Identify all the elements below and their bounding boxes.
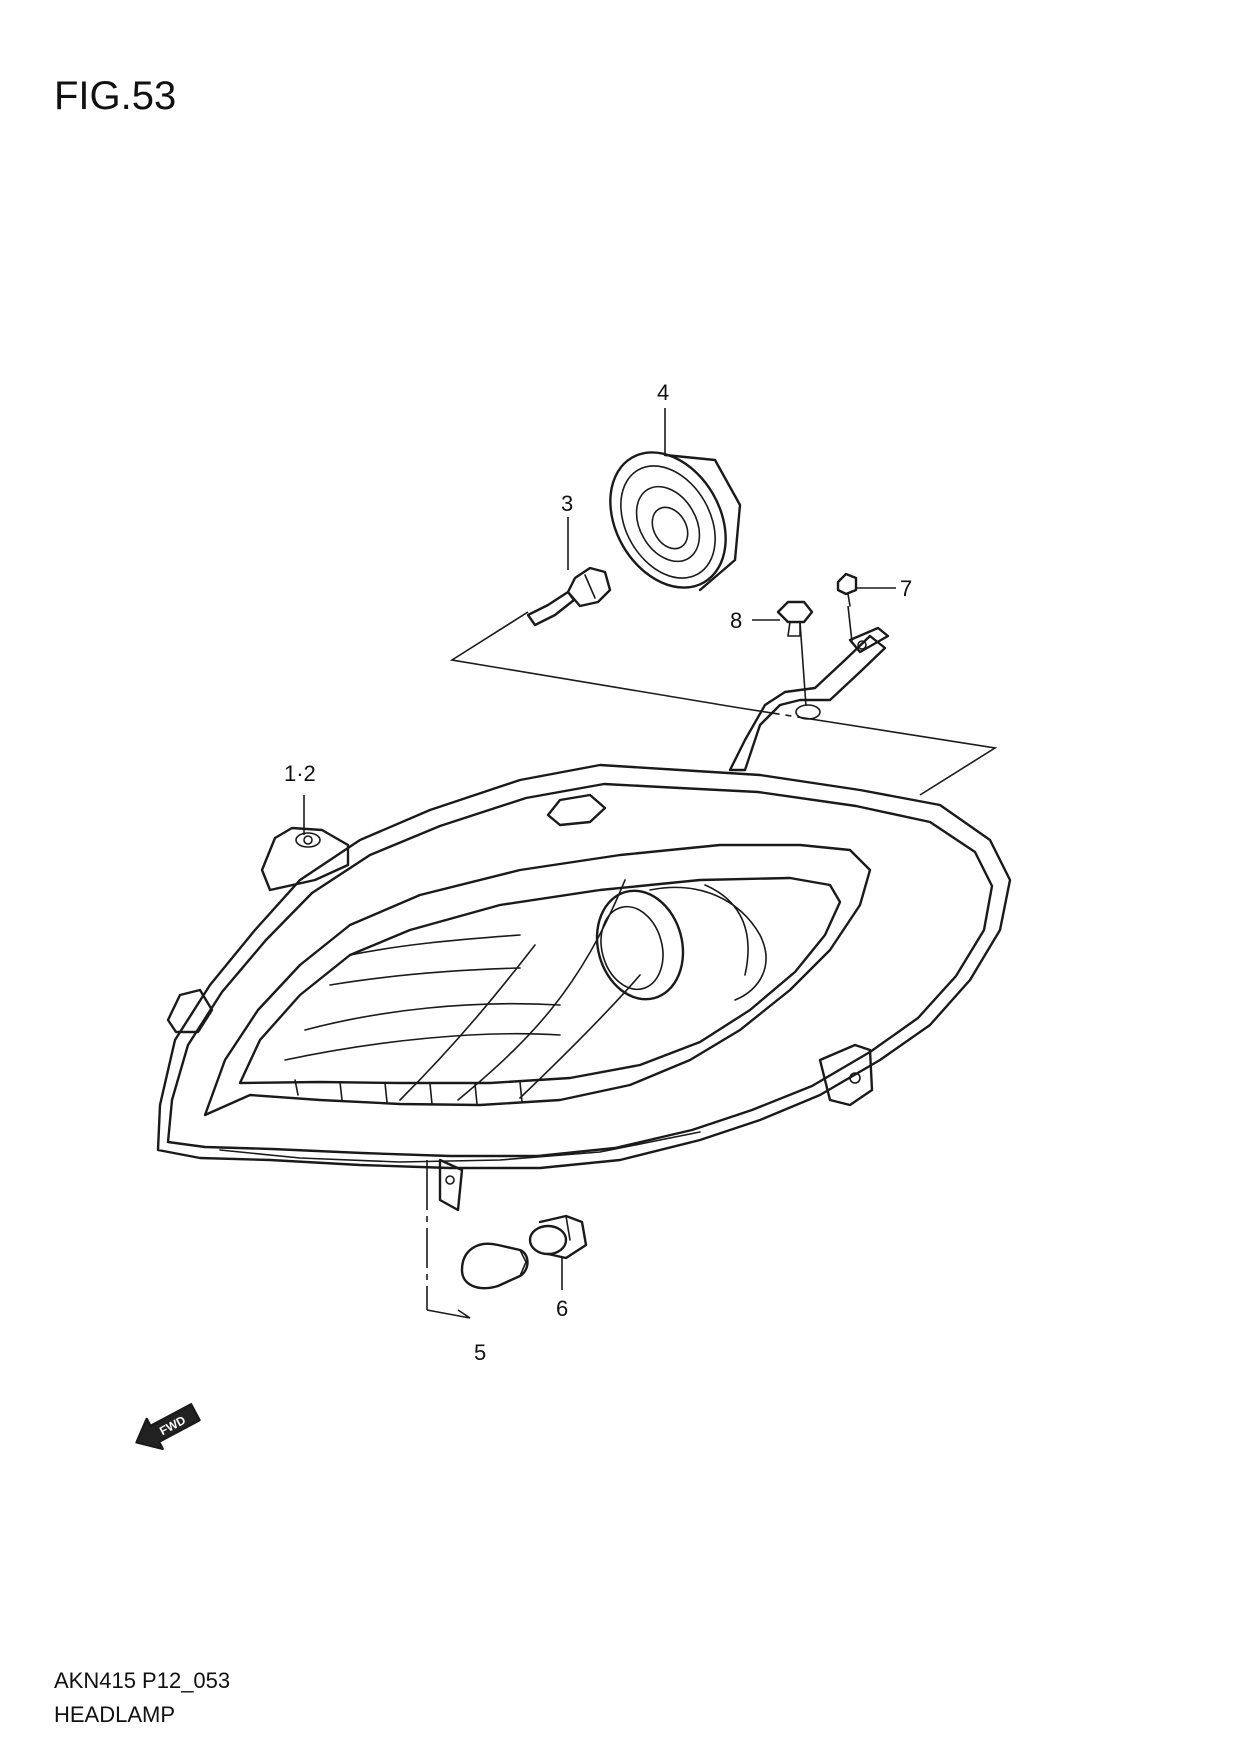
figure-name: HEADLAMP — [54, 1702, 176, 1727]
callout-7: 7 — [900, 576, 912, 601]
leader-lines — [303, 408, 896, 1290]
callout-6: 6 — [556, 1296, 568, 1321]
headlamp-housing — [156, 763, 1012, 1212]
figure-code: AKN415 P12_053 — [54, 1668, 231, 1693]
callout-4: 4 — [657, 380, 669, 405]
part-5-bulb — [460, 1242, 529, 1290]
assembly-guide-lines — [426, 611, 998, 1319]
callout-5: 5 — [474, 1340, 486, 1365]
part-3-bulb — [526, 566, 612, 627]
callout-8: 8 — [730, 608, 742, 633]
callout-labels: 1·2 3 4 5 6 7 8 — [284, 380, 912, 1365]
callout-1-2: 1·2 — [284, 761, 316, 786]
figure-title: FIG.53 — [54, 74, 177, 118]
mounting-bracket — [728, 626, 890, 772]
part-7-screw — [836, 572, 858, 607]
part-6-socket — [528, 1214, 588, 1260]
part-4-cap — [609, 451, 742, 592]
part-8-clip — [776, 600, 814, 637]
callout-3: 3 — [561, 491, 573, 516]
forward-direction-arrow: FWD — [135, 1403, 201, 1451]
